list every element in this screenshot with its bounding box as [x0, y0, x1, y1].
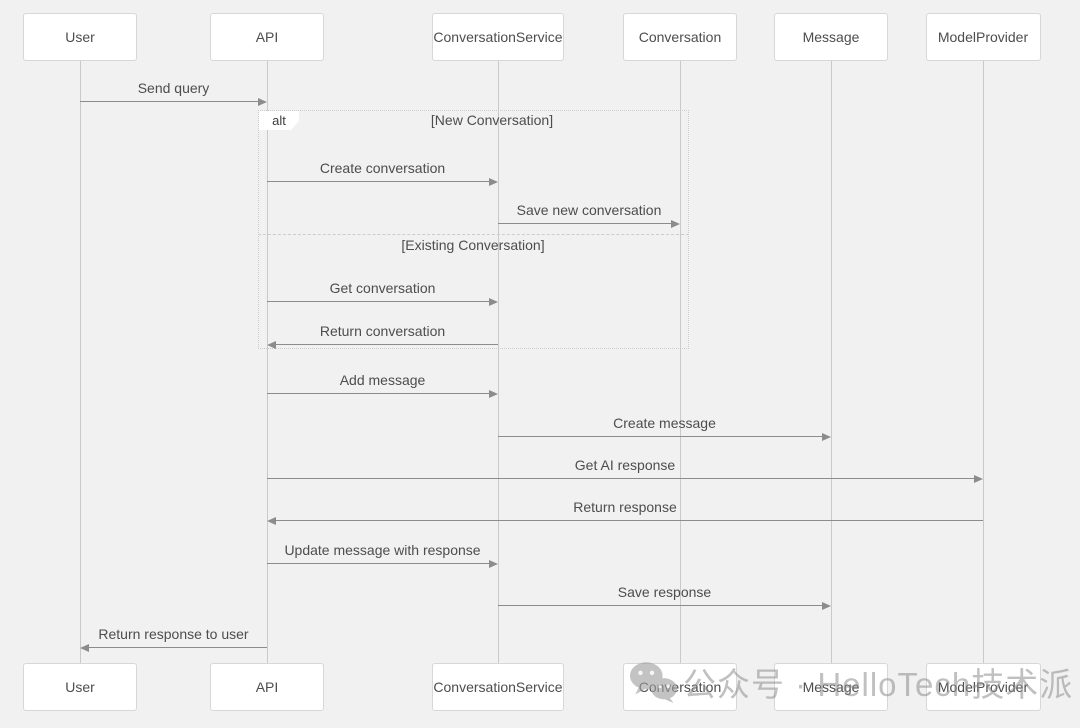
lifeline-user [79, 61, 81, 663]
message-label: Add message [339, 372, 426, 388]
lifeline-conversationService [497, 61, 499, 663]
message-line [498, 436, 822, 437]
message-label: Get AI response [574, 457, 676, 473]
actor-box-conversation-top: Conversation [623, 13, 737, 61]
message-line [267, 301, 489, 302]
message-arrowhead [267, 340, 276, 349]
message-line [276, 520, 983, 521]
message-label: Return response to user [98, 626, 249, 642]
message-line [267, 563, 489, 564]
message-label: Get conversation [329, 280, 436, 296]
message-line [276, 344, 498, 345]
alt-section-label: [New Conversation] [430, 112, 554, 128]
actor-box-modelProvider-top: ModelProvider [925, 13, 1041, 61]
message-label: Save response [617, 584, 712, 600]
actor-box-conversation-bottom: Conversation [623, 663, 737, 711]
message-label: Send query [137, 80, 210, 96]
message-arrowhead [489, 389, 498, 398]
message-line [267, 478, 974, 479]
message-arrowhead [822, 601, 831, 610]
lifeline-message [830, 61, 832, 663]
message-arrowhead [671, 219, 680, 228]
message-line [89, 647, 267, 648]
alt-fragment [258, 110, 689, 349]
message-label: Create conversation [319, 160, 446, 176]
actor-box-user-top: User [23, 13, 137, 61]
actor-box-conversationService-top: ConversationService [432, 13, 564, 61]
message-arrowhead [489, 177, 498, 186]
message-arrowhead [267, 516, 276, 525]
message-arrowhead [258, 97, 267, 106]
lifeline-api [266, 61, 268, 663]
message-line [267, 181, 489, 182]
message-label: Save new conversation [516, 202, 662, 218]
alt-fragment-divider [258, 234, 689, 235]
actor-box-user-bottom: User [23, 663, 137, 711]
actor-box-modelProvider-bottom: ModelProvider [925, 663, 1041, 711]
message-label: Update message with response [284, 542, 481, 558]
actor-box-api-bottom: API [210, 663, 324, 711]
message-arrowhead [80, 643, 89, 652]
message-label: Return conversation [319, 323, 446, 339]
message-label: Return response [573, 499, 677, 515]
lifeline-conversation [679, 61, 681, 663]
message-line [498, 223, 671, 224]
alt-operator-tab: alt [259, 111, 299, 130]
lifeline-modelProvider [982, 61, 984, 663]
message-arrowhead [822, 432, 831, 441]
message-arrowhead [489, 297, 498, 306]
actor-box-conversationService-bottom: ConversationService [432, 663, 564, 711]
actor-box-api-top: API [210, 13, 324, 61]
message-arrowhead [489, 559, 498, 568]
message-line [498, 605, 822, 606]
actor-box-message-bottom: Message [774, 663, 888, 711]
message-line [80, 101, 258, 102]
actor-box-message-top: Message [774, 13, 888, 61]
message-line [267, 393, 489, 394]
message-arrowhead [974, 474, 983, 483]
message-label: Create message [613, 415, 716, 431]
alt-section-label: [Existing Conversation] [401, 237, 545, 253]
